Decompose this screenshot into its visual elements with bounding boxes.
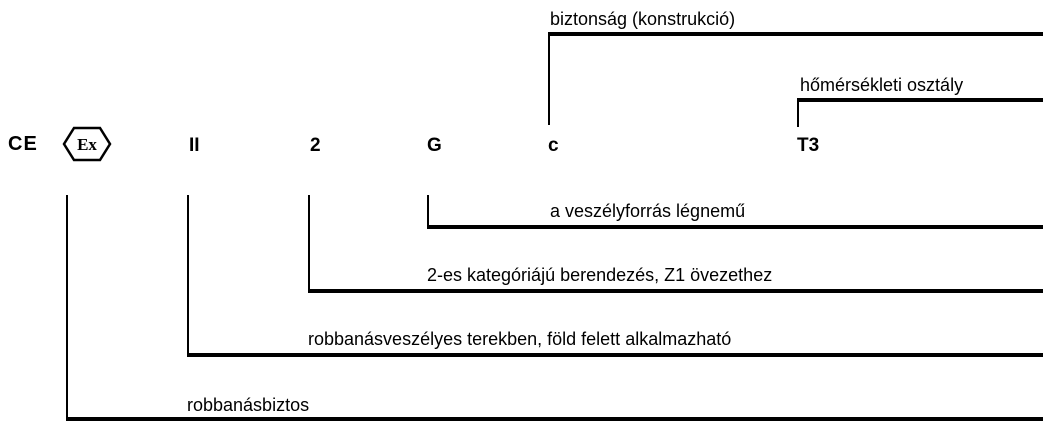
connector-group-horizontal bbox=[187, 353, 1043, 357]
code-temp-class: T3 bbox=[797, 135, 820, 156]
connector-category-horizontal bbox=[308, 289, 1043, 293]
connector-ex-vertical bbox=[66, 195, 68, 421]
label-protection: biztonság (konstrukció) bbox=[550, 9, 736, 29]
label-group: robbanásveszélyes terekben, föld felett … bbox=[308, 329, 732, 349]
ce-mark-logo: CE bbox=[8, 133, 38, 156]
label-ex: robbanásbiztos bbox=[187, 395, 310, 415]
code-atmosphere: G bbox=[427, 135, 442, 156]
code-protection: c bbox=[548, 135, 559, 156]
ex-mark-logo: Ex bbox=[62, 126, 112, 167]
connector-temp-class-horizontal bbox=[797, 98, 1043, 102]
connector-category-vertical bbox=[308, 195, 310, 293]
ex-hexagon-icon: Ex bbox=[62, 126, 112, 162]
connector-temp-class-vertical bbox=[797, 99, 799, 127]
code-group: II bbox=[189, 135, 200, 156]
ex-mark-text: Ex bbox=[77, 135, 97, 154]
connector-atmosphere-horizontal bbox=[427, 225, 1043, 229]
ce-mark-text: CE bbox=[8, 133, 38, 155]
connector-group-vertical bbox=[187, 195, 189, 357]
connector-protection-vertical bbox=[548, 33, 550, 125]
code-category: 2 bbox=[310, 135, 321, 156]
label-atmosphere: a veszélyforrás légnemű bbox=[550, 201, 746, 221]
connector-atmosphere-vertical bbox=[427, 195, 429, 229]
label-temp-class: hőmérsékleti osztály bbox=[800, 75, 964, 95]
connector-ex-horizontal bbox=[66, 417, 1043, 421]
connector-protection-horizontal bbox=[548, 32, 1043, 36]
label-category: 2-es kategóriájú berendezés, Z1 övezethe… bbox=[427, 265, 773, 285]
